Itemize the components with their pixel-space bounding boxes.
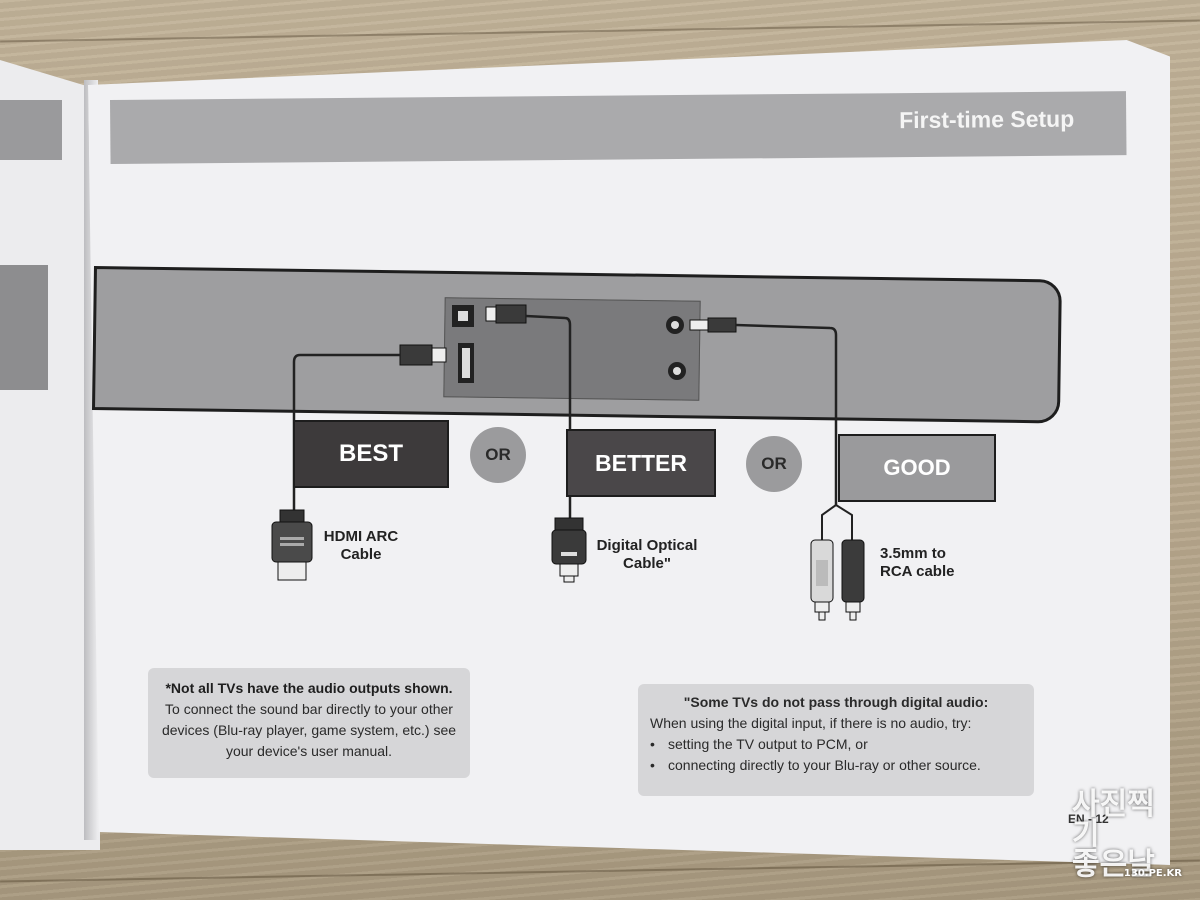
or-circle: OR (746, 436, 802, 492)
hdmi-plug-icon (399, 344, 433, 366)
hdmi-cable-label: HDMI ARC Cable (316, 528, 406, 564)
watermark-line2: 좋은날 (1072, 847, 1155, 882)
optical-port-core (458, 311, 468, 321)
photo-watermark: 사진찍기 좋은날 130.PE.KR (1072, 790, 1182, 880)
or-circle: OR (470, 427, 526, 483)
watermark-line1: 사진찍기 (1072, 787, 1155, 852)
better-option-box: BETTER (566, 429, 716, 497)
hdmi-cable-line (292, 353, 400, 510)
rca-white-connector-icon (810, 539, 834, 621)
note2-bullet: •connecting directly to your Blu-ray or … (650, 757, 981, 773)
optical-connector-icon (551, 517, 587, 583)
rca-red-connector-icon (841, 539, 865, 621)
note2-title: "Some TVs do not pass through digital au… (683, 694, 989, 710)
note-tv-outputs: *Not all TVs have the audio outputs show… (148, 668, 470, 778)
hdmi-label-line1: HDMI ARC (323, 528, 399, 545)
page-number: EN - 12 (1068, 812, 1109, 826)
note1-title: *Not all TVs have the audio outputs show… (165, 680, 453, 696)
note-digital-audio: "Some TVs do not pass through digital au… (638, 684, 1034, 796)
optical-label-line2: Cable" (623, 555, 671, 572)
watermark-site: 130.PE.KR (1123, 868, 1182, 879)
optical-cable-label: Digital Optical Cable" (584, 537, 710, 573)
note1-line: your device's user manual. (225, 743, 393, 759)
note1-line: devices (Blu-ray player, game system, et… (161, 722, 457, 738)
optical-cable-line (525, 314, 572, 520)
rca-label-line1: 3.5mm to (880, 545, 946, 562)
optical-plug-icon (485, 306, 497, 322)
rca-cable-label: 3.5mm to RCA cable (880, 545, 970, 581)
hdmi-connector-icon (271, 509, 313, 581)
rca-cable-line (735, 323, 838, 505)
left-page-soundbar-edge (0, 265, 48, 390)
hdmi-label-line2: Cable (340, 546, 382, 563)
note2-intro: When using the digital input, if there i… (650, 715, 972, 731)
note2-bullet-text: setting the TV output to PCM, or (668, 736, 868, 752)
left-page-header-band (0, 100, 62, 160)
left-page (0, 60, 100, 850)
good-option-box: GOOD (838, 434, 996, 502)
best-option-box: BEST (293, 420, 449, 488)
aux-plug-icon (689, 319, 709, 331)
rca-label-line2: RCA cable (880, 563, 955, 580)
note1-line: To connect the sound bar directly to you… (165, 701, 453, 717)
note2-bullet-text: connecting directly to your Blu-ray or o… (668, 757, 981, 773)
optical-label-line1: Digital Optical (596, 537, 698, 554)
note2-bullet: •setting the TV output to PCM, or (650, 736, 868, 752)
